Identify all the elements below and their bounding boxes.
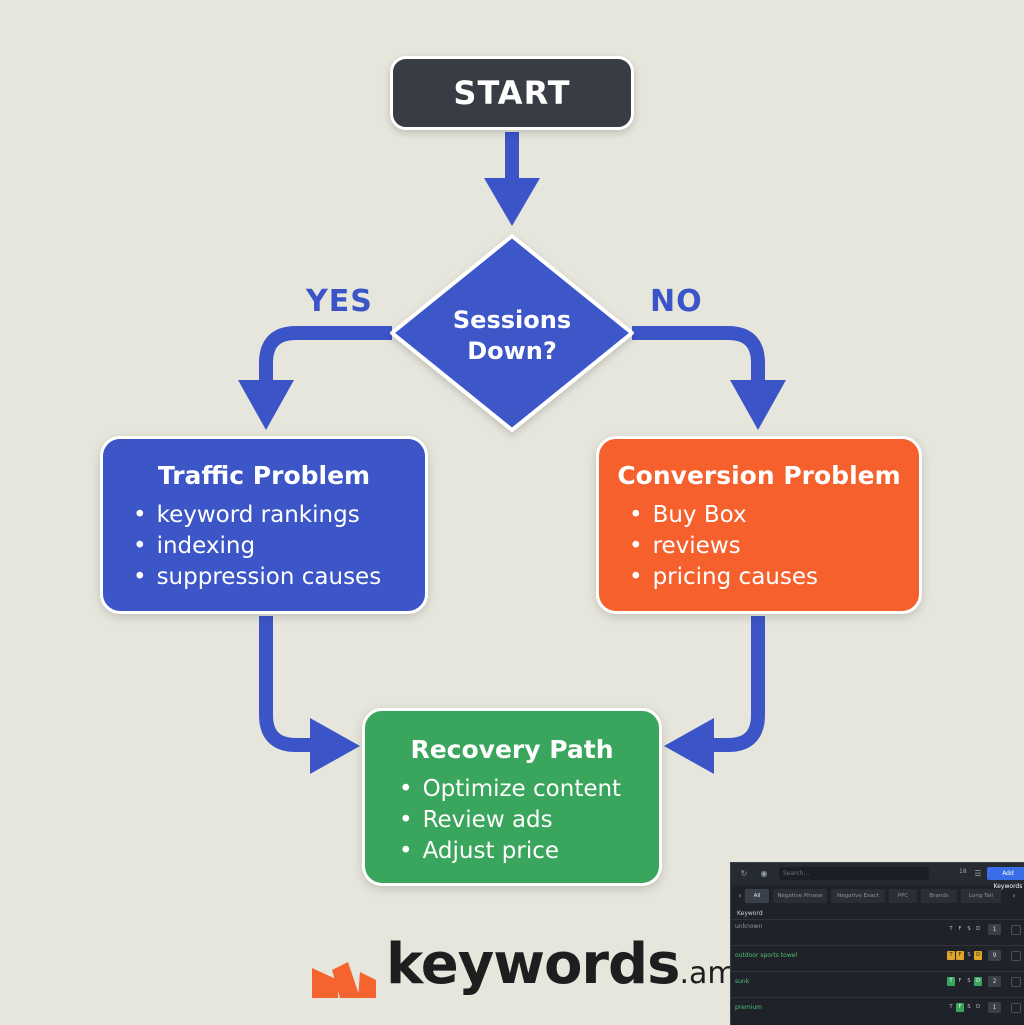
arrowhead-yes [238, 380, 294, 430]
recovery-path-box: Recovery Path Optimize content Review ad… [362, 708, 662, 886]
add-keywords-button[interactable]: Add Keywords [987, 867, 1024, 890]
row-keyword: sunk [735, 978, 750, 985]
row-badge[interactable]: D [976, 926, 980, 932]
eye-icon[interactable]: ◉ [760, 869, 768, 878]
brand-wordmark: keywords.am [386, 932, 737, 997]
row-count: 2 [988, 976, 1001, 987]
arrow-yes-branch [259, 326, 392, 385]
row-keyword: unknown [735, 923, 763, 930]
app-preview-panel: ↻ ◉ Search... 18 ☰ Add Keywords ‹ All Ne… [730, 862, 1024, 1025]
row-badge[interactable]: S [967, 926, 971, 932]
conversion-item: pricing causes [629, 562, 919, 593]
tab-all[interactable]: All [745, 889, 769, 903]
no-label: NO [650, 284, 703, 319]
table-row[interactable]: premium T F S D 1 [731, 997, 1024, 1022]
arrowhead-conversion [664, 718, 714, 774]
row-checkbox[interactable] [1011, 951, 1021, 961]
yes-label: YES [306, 284, 373, 319]
recovery-path-list: Optimize content Review ads Adjust price [365, 774, 659, 867]
traffic-problem-list: keyword rankings indexing suppression ca… [103, 500, 425, 593]
recovery-path-title: Recovery Path [410, 735, 614, 764]
logo-mark-icon [312, 962, 376, 998]
recovery-item: Review ads [399, 805, 659, 836]
row-badge[interactable]: T [949, 926, 953, 932]
row-count: 1 [988, 924, 1001, 935]
conversion-item: Buy Box [629, 500, 919, 531]
row-count: 9 [988, 950, 1001, 961]
recovery-item: Adjust price [399, 836, 659, 867]
arrow-no-branch [632, 326, 765, 385]
row-badge[interactable]: T [947, 951, 955, 960]
table-row[interactable]: sunk T F S D 2 [731, 971, 1024, 996]
brand-tld: .am [679, 956, 737, 991]
chevron-right-icon[interactable]: › [1012, 891, 1016, 900]
row-checkbox[interactable] [1011, 925, 1021, 935]
conversion-problem-title: Conversion Problem [617, 461, 901, 490]
arrow-traffic-to-recovery [259, 616, 318, 752]
row-badge[interactable]: D [974, 977, 982, 986]
chevron-left-icon[interactable]: ‹ [738, 891, 742, 900]
traffic-problem-box: Traffic Problem keyword rankings indexin… [100, 436, 428, 614]
row-badge[interactable]: F [958, 978, 962, 984]
brand-logo: keywords.am [308, 930, 737, 1010]
tab-negative-phrase[interactable]: Negative Phrase [773, 889, 827, 903]
tab-brands[interactable]: Brands [921, 889, 957, 903]
brand-name: keywords [386, 932, 680, 997]
start-node: START [390, 56, 634, 130]
table-row[interactable]: outdoor sports towel T F S D 9 [731, 945, 1024, 970]
search-placeholder: Search... [783, 870, 810, 877]
traffic-item: indexing [133, 531, 425, 562]
conversion-problem-box: Conversion Problem Buy Box reviews prici… [596, 436, 922, 614]
recovery-item: Optimize content [399, 774, 659, 805]
row-badge[interactable]: S [967, 1004, 971, 1010]
row-badge[interactable]: S [967, 978, 971, 984]
tab-long-tail[interactable]: Long Tail [961, 889, 1001, 903]
keyword-count: 18 [959, 868, 967, 875]
row-badge[interactable]: D [976, 1004, 980, 1010]
row-badge[interactable]: F [958, 926, 962, 932]
row-badge[interactable]: S [967, 952, 971, 958]
refresh-icon[interactable]: ↻ [740, 869, 748, 878]
row-count: 1 [988, 1002, 1001, 1013]
conversion-problem-list: Buy Box reviews pricing causes [599, 500, 919, 593]
traffic-problem-title: Traffic Problem [157, 461, 371, 490]
filter-icon[interactable]: ☰ [974, 869, 982, 878]
decision-label: Sessions Down? [452, 306, 572, 365]
arrowhead-traffic [310, 718, 360, 774]
row-keyword: outdoor sports towel [735, 952, 798, 959]
tab-ppc[interactable]: PPC [889, 889, 917, 903]
row-badge[interactable]: T [947, 977, 955, 986]
app-toolbar: ↻ ◉ Search... 18 ☰ Add Keywords [731, 863, 1024, 890]
row-keyword: premium [735, 1004, 762, 1011]
traffic-item: keyword rankings [133, 500, 425, 531]
arrow-conversion-to-recovery [708, 616, 765, 752]
table-row[interactable]: unknown T F S D 1 [731, 919, 1024, 944]
arrowhead-no [730, 380, 786, 430]
row-badge[interactable]: D [974, 951, 982, 960]
row-badge[interactable]: F [956, 1003, 964, 1012]
row-badge[interactable]: T [949, 1004, 953, 1010]
row-checkbox[interactable] [1011, 977, 1021, 987]
row-checkbox[interactable] [1011, 1003, 1021, 1013]
column-header-keyword: Keyword [737, 910, 763, 917]
tab-negative-exact[interactable]: Negative Exact [831, 889, 885, 903]
row-badge[interactable]: F [956, 951, 964, 960]
arrowhead-start [484, 178, 540, 226]
traffic-item: suppression causes [133, 562, 425, 593]
decision-diamond [390, 234, 634, 432]
app-tabs: ‹ All Negative Phrase Negative Exact PPC… [731, 889, 1024, 903]
search-input[interactable]: Search... [779, 867, 929, 880]
conversion-item: reviews [629, 531, 919, 562]
